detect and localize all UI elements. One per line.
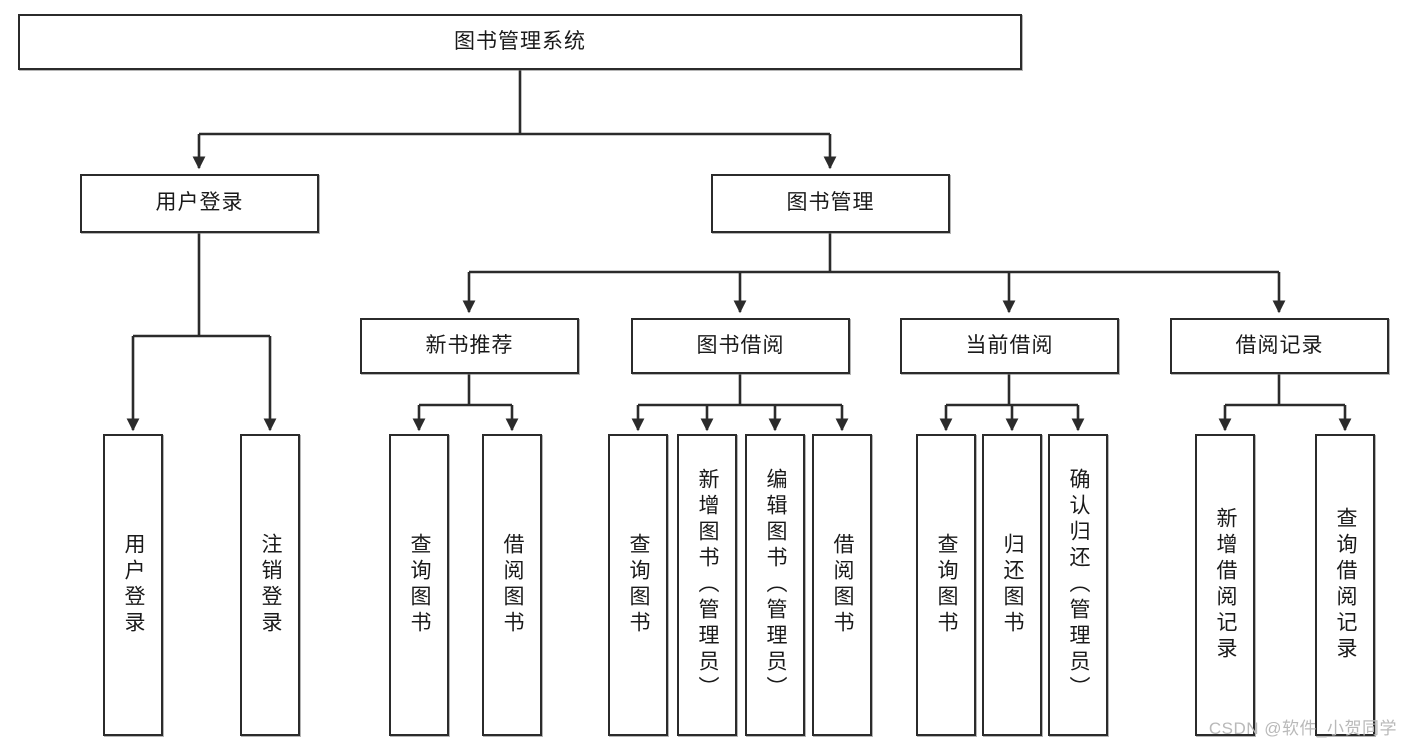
node-leaf-rec-query[interactable]: 查询图书 bbox=[389, 434, 449, 736]
node-leaf-user-login-label: 用户登录 bbox=[122, 533, 146, 637]
node-user-login[interactable]: 用户登录 bbox=[80, 174, 319, 233]
node-leaf-user-logout-label: 注销登录 bbox=[259, 533, 283, 637]
node-user-login-label: 用户登录 bbox=[155, 191, 244, 215]
node-book-manage[interactable]: 图书管理 bbox=[711, 174, 950, 233]
node-leaf-rec-search-label: 查询借阅记录 bbox=[1334, 507, 1358, 663]
node-new-book-rec-label: 新书推荐 bbox=[425, 333, 514, 357]
node-leaf-rec-add-label: 新增借阅记录 bbox=[1214, 507, 1238, 663]
node-leaf-rec-search[interactable]: 查询借阅记录 bbox=[1315, 434, 1375, 736]
node-leaf-user-login[interactable]: 用户登录 bbox=[103, 434, 163, 736]
node-leaf-cur-return-label: 归还图书 bbox=[1001, 533, 1025, 637]
node-book-borrow-label: 图书借阅 bbox=[696, 333, 785, 357]
node-root[interactable]: 图书管理系统 bbox=[18, 14, 1022, 70]
node-root-label: 图书管理系统 bbox=[454, 29, 586, 53]
node-book-manage-label: 图书管理 bbox=[786, 191, 875, 215]
node-leaf-cur-confirm[interactable]: 确认归还（管理员） bbox=[1048, 434, 1108, 736]
node-leaf-cur-query-label: 查询图书 bbox=[935, 533, 959, 637]
node-leaf-borrow-do-label: 借阅图书 bbox=[831, 533, 855, 637]
node-leaf-user-logout[interactable]: 注销登录 bbox=[240, 434, 300, 736]
node-leaf-borrow-do[interactable]: 借阅图书 bbox=[812, 434, 872, 736]
node-leaf-borrow-query-label: 查询图书 bbox=[627, 533, 651, 637]
node-leaf-borrow-edit-label: 编辑图书（管理员） bbox=[764, 468, 788, 702]
node-leaf-rec-borrow[interactable]: 借阅图书 bbox=[482, 434, 542, 736]
node-new-book-rec[interactable]: 新书推荐 bbox=[360, 318, 579, 374]
node-borrow-record-label: 借阅记录 bbox=[1235, 333, 1324, 357]
node-leaf-rec-borrow-label: 借阅图书 bbox=[501, 533, 525, 637]
node-leaf-borrow-edit[interactable]: 编辑图书（管理员） bbox=[745, 434, 805, 736]
node-leaf-borrow-query[interactable]: 查询图书 bbox=[608, 434, 668, 736]
node-leaf-cur-confirm-label: 确认归还（管理员） bbox=[1067, 468, 1091, 702]
node-current-borrow[interactable]: 当前借阅 bbox=[900, 318, 1119, 374]
node-leaf-borrow-add-label: 新增图书（管理员） bbox=[696, 468, 720, 702]
node-leaf-cur-query[interactable]: 查询图书 bbox=[916, 434, 976, 736]
node-current-borrow-label: 当前借阅 bbox=[965, 333, 1054, 357]
node-borrow-record[interactable]: 借阅记录 bbox=[1170, 318, 1389, 374]
watermark: CSDN @软件_小贺同学 bbox=[1208, 719, 1397, 738]
node-leaf-rec-query-label: 查询图书 bbox=[408, 533, 432, 637]
node-leaf-borrow-add[interactable]: 新增图书（管理员） bbox=[677, 434, 737, 736]
node-book-borrow[interactable]: 图书借阅 bbox=[631, 318, 850, 374]
node-leaf-cur-return[interactable]: 归还图书 bbox=[982, 434, 1042, 736]
node-leaf-rec-add[interactable]: 新增借阅记录 bbox=[1195, 434, 1255, 736]
